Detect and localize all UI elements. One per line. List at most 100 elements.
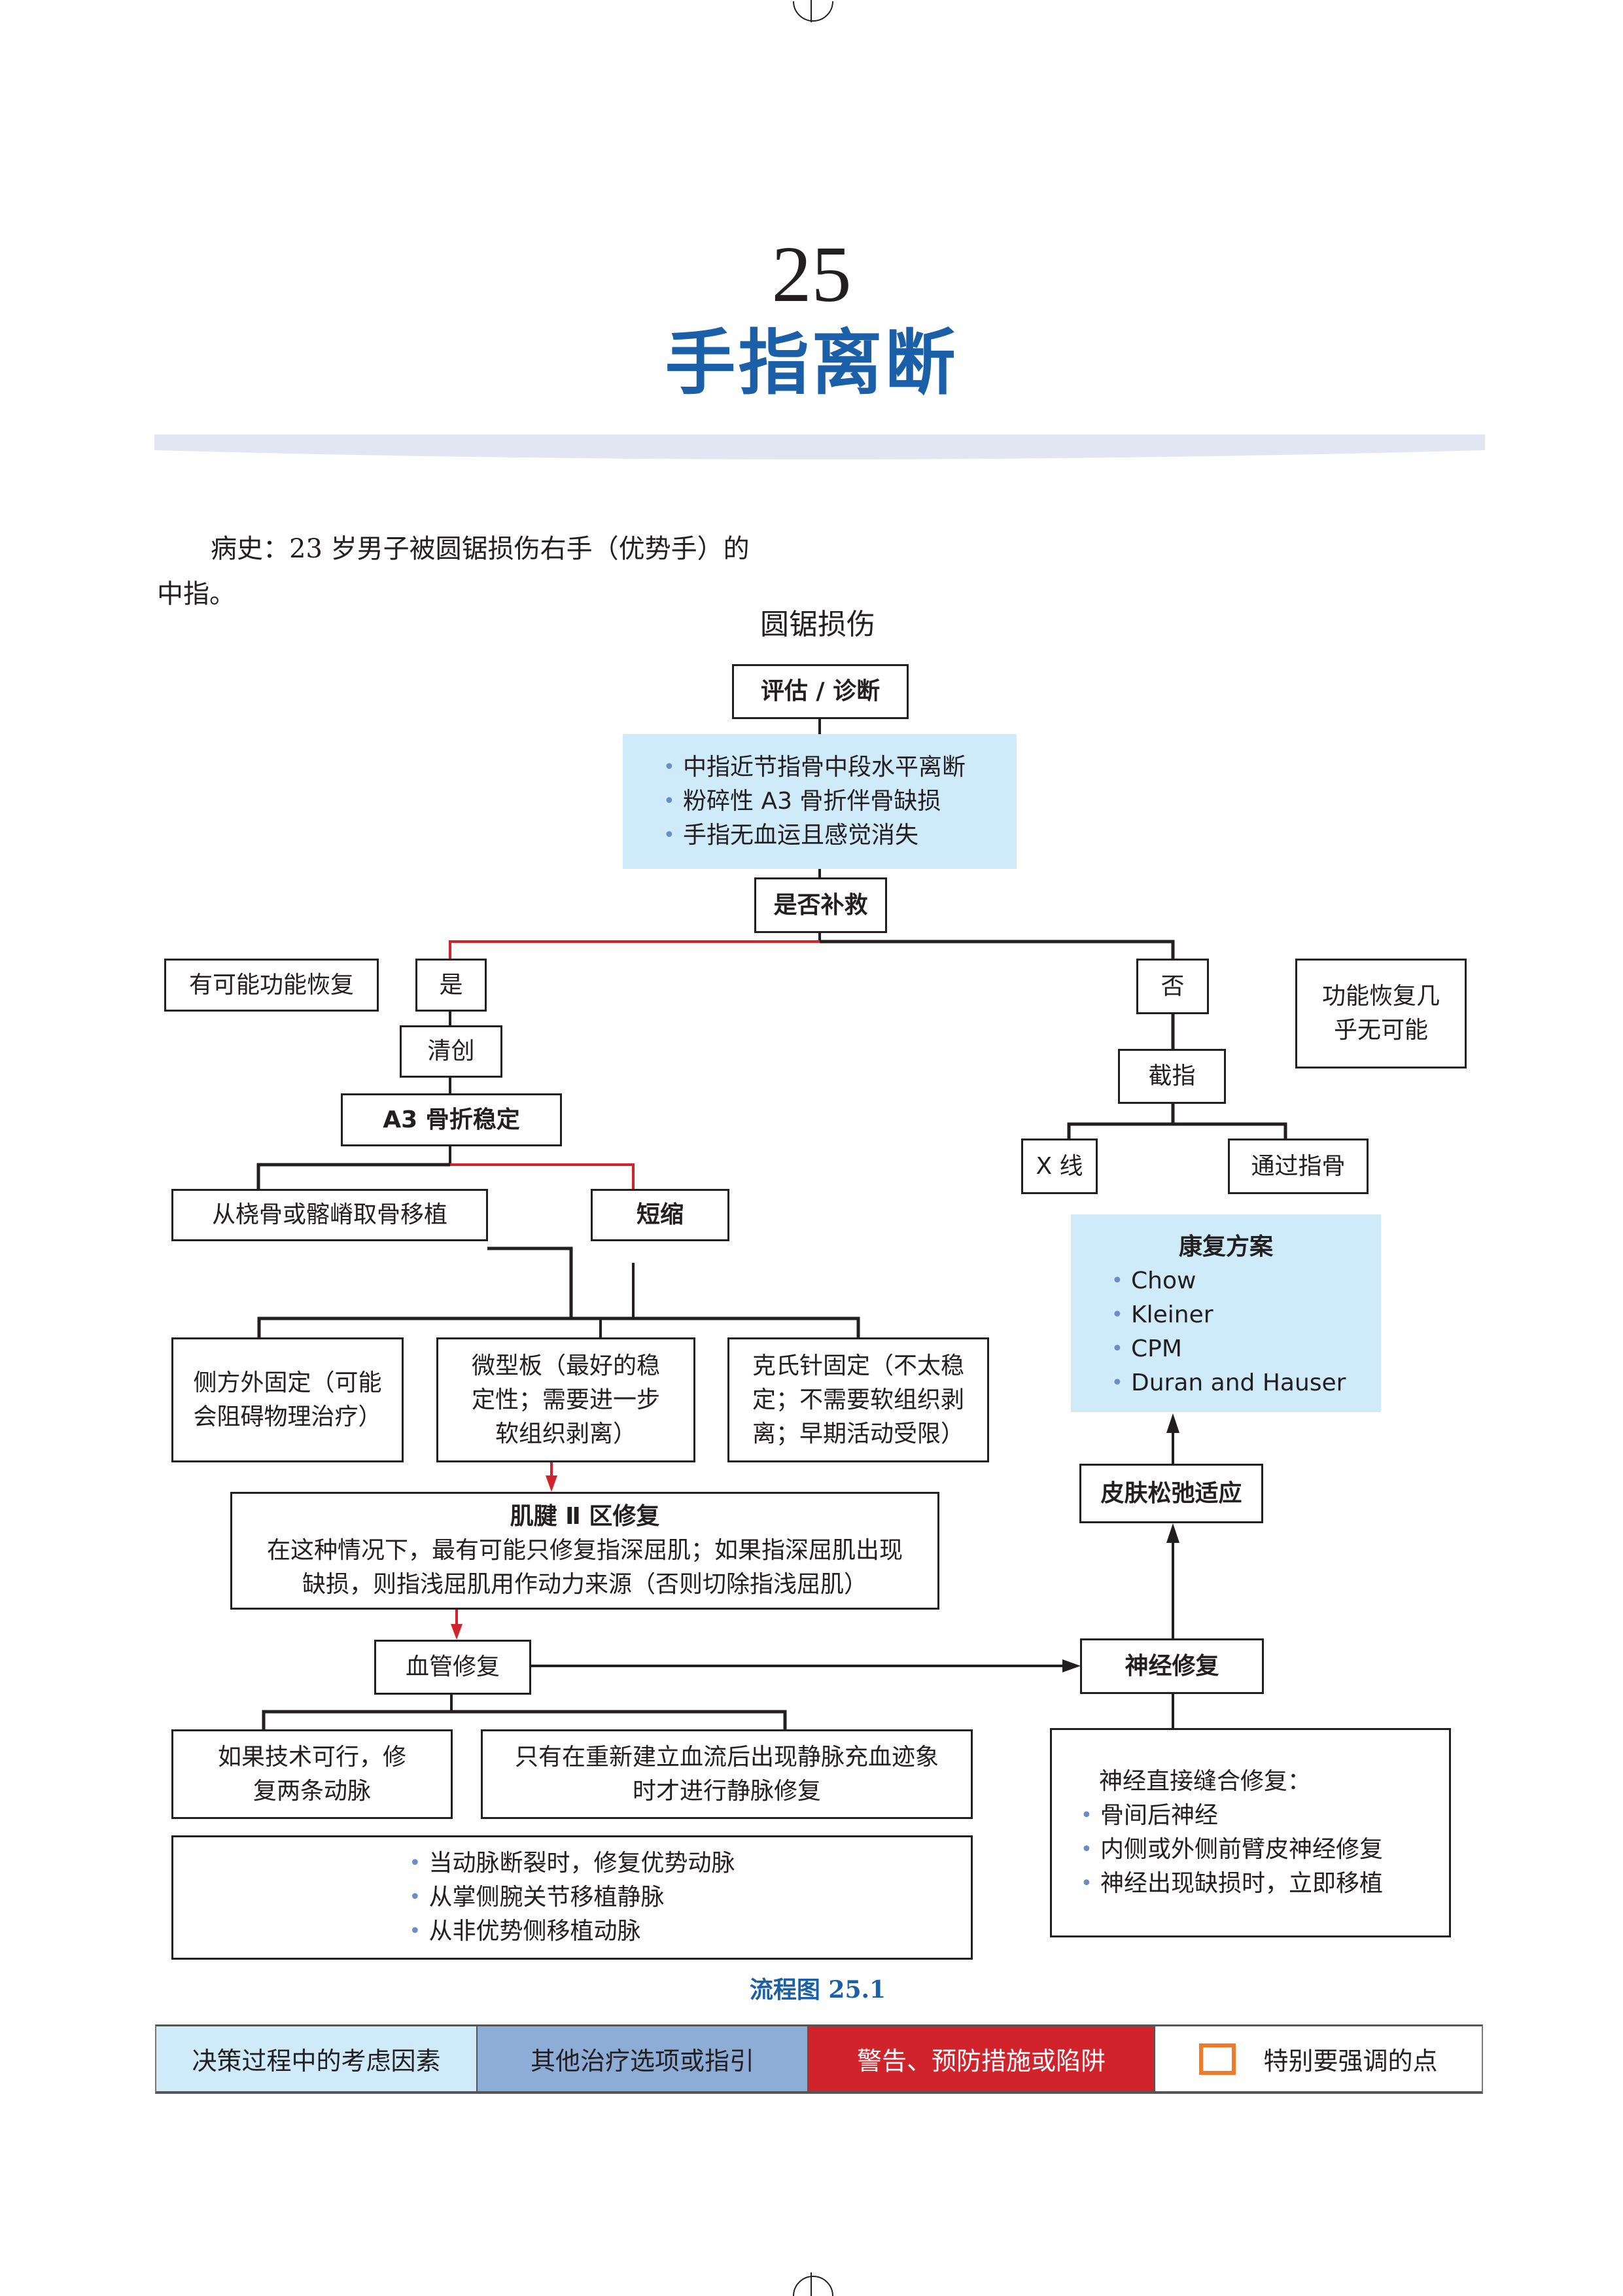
vein-option-line: 时才进行静脉修复: [632, 1777, 821, 1805]
a3-stabilize-label: A3 骨折稳定: [383, 1106, 520, 1133]
rehab-item: Chow: [1111, 1264, 1346, 1298]
debridement-label: 清创: [427, 1038, 475, 1065]
arrow-head-skin-rehab: [1166, 1413, 1179, 1433]
tendon-repair-box: 肌腱 Ⅱ 区修复 在这种情况下，最有可能只修复指深屈肌；如果指深屈肌出现 缺损，…: [230, 1492, 939, 1610]
debridement-box: 清创: [400, 1025, 502, 1078]
nerve-details-heading: 神经直接缝合修复：: [1099, 1768, 1312, 1795]
arrow-head-microplate-tendon: [546, 1475, 557, 1492]
skin-relaxation-label: 皮肤松弛适应: [1100, 1479, 1242, 1507]
fixation-microplate-line: 微型板（最好的稳: [471, 1352, 660, 1379]
artery-option-box: 如果技术可行，修 复两条动脉: [171, 1729, 453, 1819]
skin-relaxation-box: 皮肤松弛适应: [1079, 1464, 1263, 1523]
shortening-box: 短缩: [591, 1189, 729, 1241]
yes-label: 是: [439, 971, 463, 998]
vein-option-box: 只有在重新建立血流后出现静脉充血迹象 时才进行静脉修复: [481, 1729, 973, 1819]
connector-amp-split: [1067, 1103, 1287, 1139]
arrow-head-vascular-nerve: [1062, 1659, 1081, 1672]
finding-item: 手指无血运且感觉消失: [663, 819, 966, 853]
connector-fix-bar: [257, 1316, 860, 1337]
legend-consideration: 决策过程中的考虑因素: [156, 2026, 478, 2091]
no-note-line: 乎无可能: [1333, 1017, 1428, 1044]
yes-note-label: 有可能功能恢复: [188, 971, 354, 998]
legend-other-options-label: 其他治疗选项或指引: [530, 2047, 754, 2075]
xray-label: X 线: [1036, 1152, 1083, 1180]
tendon-repair-line: 在这种情况下，最有可能只修复指深屈肌；如果指深屈肌出现: [266, 1537, 903, 1564]
rehab-item: CPM: [1111, 1332, 1346, 1366]
tendon-repair-title: 肌腱 Ⅱ 区修复: [510, 1503, 660, 1530]
connector-a3-shortening: [450, 1163, 635, 1189]
legend-emphasis: 特别要强调的点: [1155, 2026, 1482, 2091]
arrow-head-nerve-skin: [1166, 1523, 1179, 1543]
fixation-microplate-line: 定性；需要进一步: [471, 1386, 660, 1413]
no-note-line: 功能恢复几: [1321, 983, 1440, 1010]
connector-salvage-no: [820, 940, 1175, 959]
history-line-2: 中指。: [157, 579, 236, 609]
tendon-repair-line: 缺损，则指浅屈肌用作动力来源（否则切除指浅屈肌）: [302, 1571, 867, 1598]
fixation-kwire-line: 克氏针固定（不太稳: [752, 1352, 964, 1379]
amputation-label: 截指: [1148, 1063, 1196, 1089]
rehab-box: 康复方案 Chow Kleiner CPM Duran and Hauser: [1071, 1214, 1381, 1412]
bone-graft-box: 从桡骨或髂嵴取骨移植: [171, 1189, 488, 1241]
vascular-tip-item: 当动脉断裂时，修复优势动脉: [409, 1846, 735, 1881]
top-crop-mark: [793, 0, 833, 22]
vascular-tip-item: 从掌侧腕关节移植静脉: [409, 1881, 735, 1915]
fixation-lateral-line: 会阻碍物理治疗）: [193, 1403, 382, 1430]
red-arrows: [451, 1462, 557, 1640]
vascular-repair-box: 血管修复: [374, 1640, 531, 1695]
a3-stabilize-box: A3 骨折稳定: [341, 1093, 562, 1146]
nerve-repair-box: 神经修复: [1080, 1638, 1264, 1694]
no-box: 否: [1136, 959, 1209, 1014]
salvage-question-box: 是否补救: [754, 877, 887, 933]
emphasis-swatch-icon: [1199, 2043, 1236, 2075]
vein-option-line: 只有在重新建立血流后出现静脉充血迹象: [514, 1743, 939, 1771]
finding-item: 中指近节指骨中段水平离断: [663, 751, 966, 785]
assessment-box: 评估 / 诊断: [732, 664, 909, 719]
fixation-microplate-line: 软组织剥离）: [495, 1420, 637, 1447]
xray-box: X 线: [1021, 1139, 1098, 1194]
chapter-number: 25: [771, 230, 852, 319]
nerve-repair-label: 神经修复: [1125, 1652, 1219, 1680]
connector-vascular-split: [262, 1710, 787, 1729]
legend-other-options: 其他治疗选项或指引: [478, 2026, 809, 2091]
vascular-tip-item: 从非优势侧移植动脉: [409, 1915, 735, 1949]
connector-a3-graft: [256, 1163, 450, 1189]
nerve-details-box: 神经直接缝合修复： 骨间后神经 内侧或外侧前臂皮神经修复 神经出现缺损时，立即移…: [1050, 1728, 1451, 1937]
rehab-title: 康复方案: [1178, 1233, 1273, 1260]
vascular-tips-list: 当动脉断裂时，修复优势动脉 从掌侧腕关节移植静脉 从非优势侧移植动脉: [409, 1846, 735, 1949]
rehab-item: Duran and Hauser: [1111, 1366, 1346, 1400]
through-phalanx-label: 通过指骨: [1251, 1152, 1346, 1180]
connector-graft-fix: [487, 1246, 573, 1318]
vascular-tips-box: 当动脉断裂时，修复优势动脉 从掌侧腕关节移植静脉 从非优势侧移植动脉: [171, 1835, 973, 1960]
through-phalanx-box: 通过指骨: [1228, 1139, 1369, 1194]
header-band: [154, 434, 1485, 459]
nerve-detail-item: 神经出现缺损时，立即移植: [1081, 1867, 1383, 1901]
fixation-lateral-box: 侧方外固定（可能 会阻碍物理治疗）: [171, 1337, 404, 1462]
artery-option-line: 复两条动脉: [253, 1777, 371, 1805]
legend-consideration-label: 决策过程中的考虑因素: [192, 2047, 441, 2075]
yes-note-box: 有可能功能恢复: [164, 959, 379, 1012]
fixation-kwire-box: 克氏针固定（不太稳 定；不需要软组织剥 离；早期活动受限）: [727, 1337, 989, 1462]
bottom-crop-mark: [793, 2272, 833, 2296]
salvage-question-label: 是否补救: [773, 891, 868, 919]
fixation-lateral-line: 侧方外固定（可能: [193, 1369, 382, 1396]
legend: 决策过程中的考虑因素 其他治疗选项或指引 警告、预防措施或陷阱 特别要强调的点: [155, 2024, 1483, 2094]
artery-option-line: 如果技术可行，修: [217, 1743, 406, 1771]
amputation-box: 截指: [1118, 1049, 1226, 1104]
nerve-detail-item: 内侧或外侧前臂皮神经修复: [1081, 1833, 1383, 1867]
flowchart-title: 圆锯损伤: [760, 608, 875, 641]
arrow-head-tendon-vascular: [451, 1624, 462, 1640]
figure-caption: 流程图 25.1: [749, 1976, 886, 2004]
fixation-kwire-line: 离；早期活动受限）: [752, 1420, 964, 1447]
vascular-repair-label: 血管修复: [405, 1653, 500, 1680]
legend-emphasis-label: 特别要强调的点: [1263, 2047, 1438, 2075]
findings-box: 中指近节指骨中段水平离断 粉碎性 A3 骨折伴骨缺损 手指无血运且感觉消失: [623, 734, 1017, 869]
rehab-list: Chow Kleiner CPM Duran and Hauser: [1111, 1264, 1346, 1400]
no-label: 否: [1161, 972, 1185, 1000]
no-note-box: 功能恢复几 乎无可能: [1295, 959, 1467, 1069]
fixation-microplate-box: 微型板（最好的稳 定性；需要进一步 软组织剥离）: [436, 1337, 695, 1462]
finding-item: 粉碎性 A3 骨折伴骨缺损: [663, 785, 966, 819]
rehab-item: Kleiner: [1111, 1298, 1346, 1332]
